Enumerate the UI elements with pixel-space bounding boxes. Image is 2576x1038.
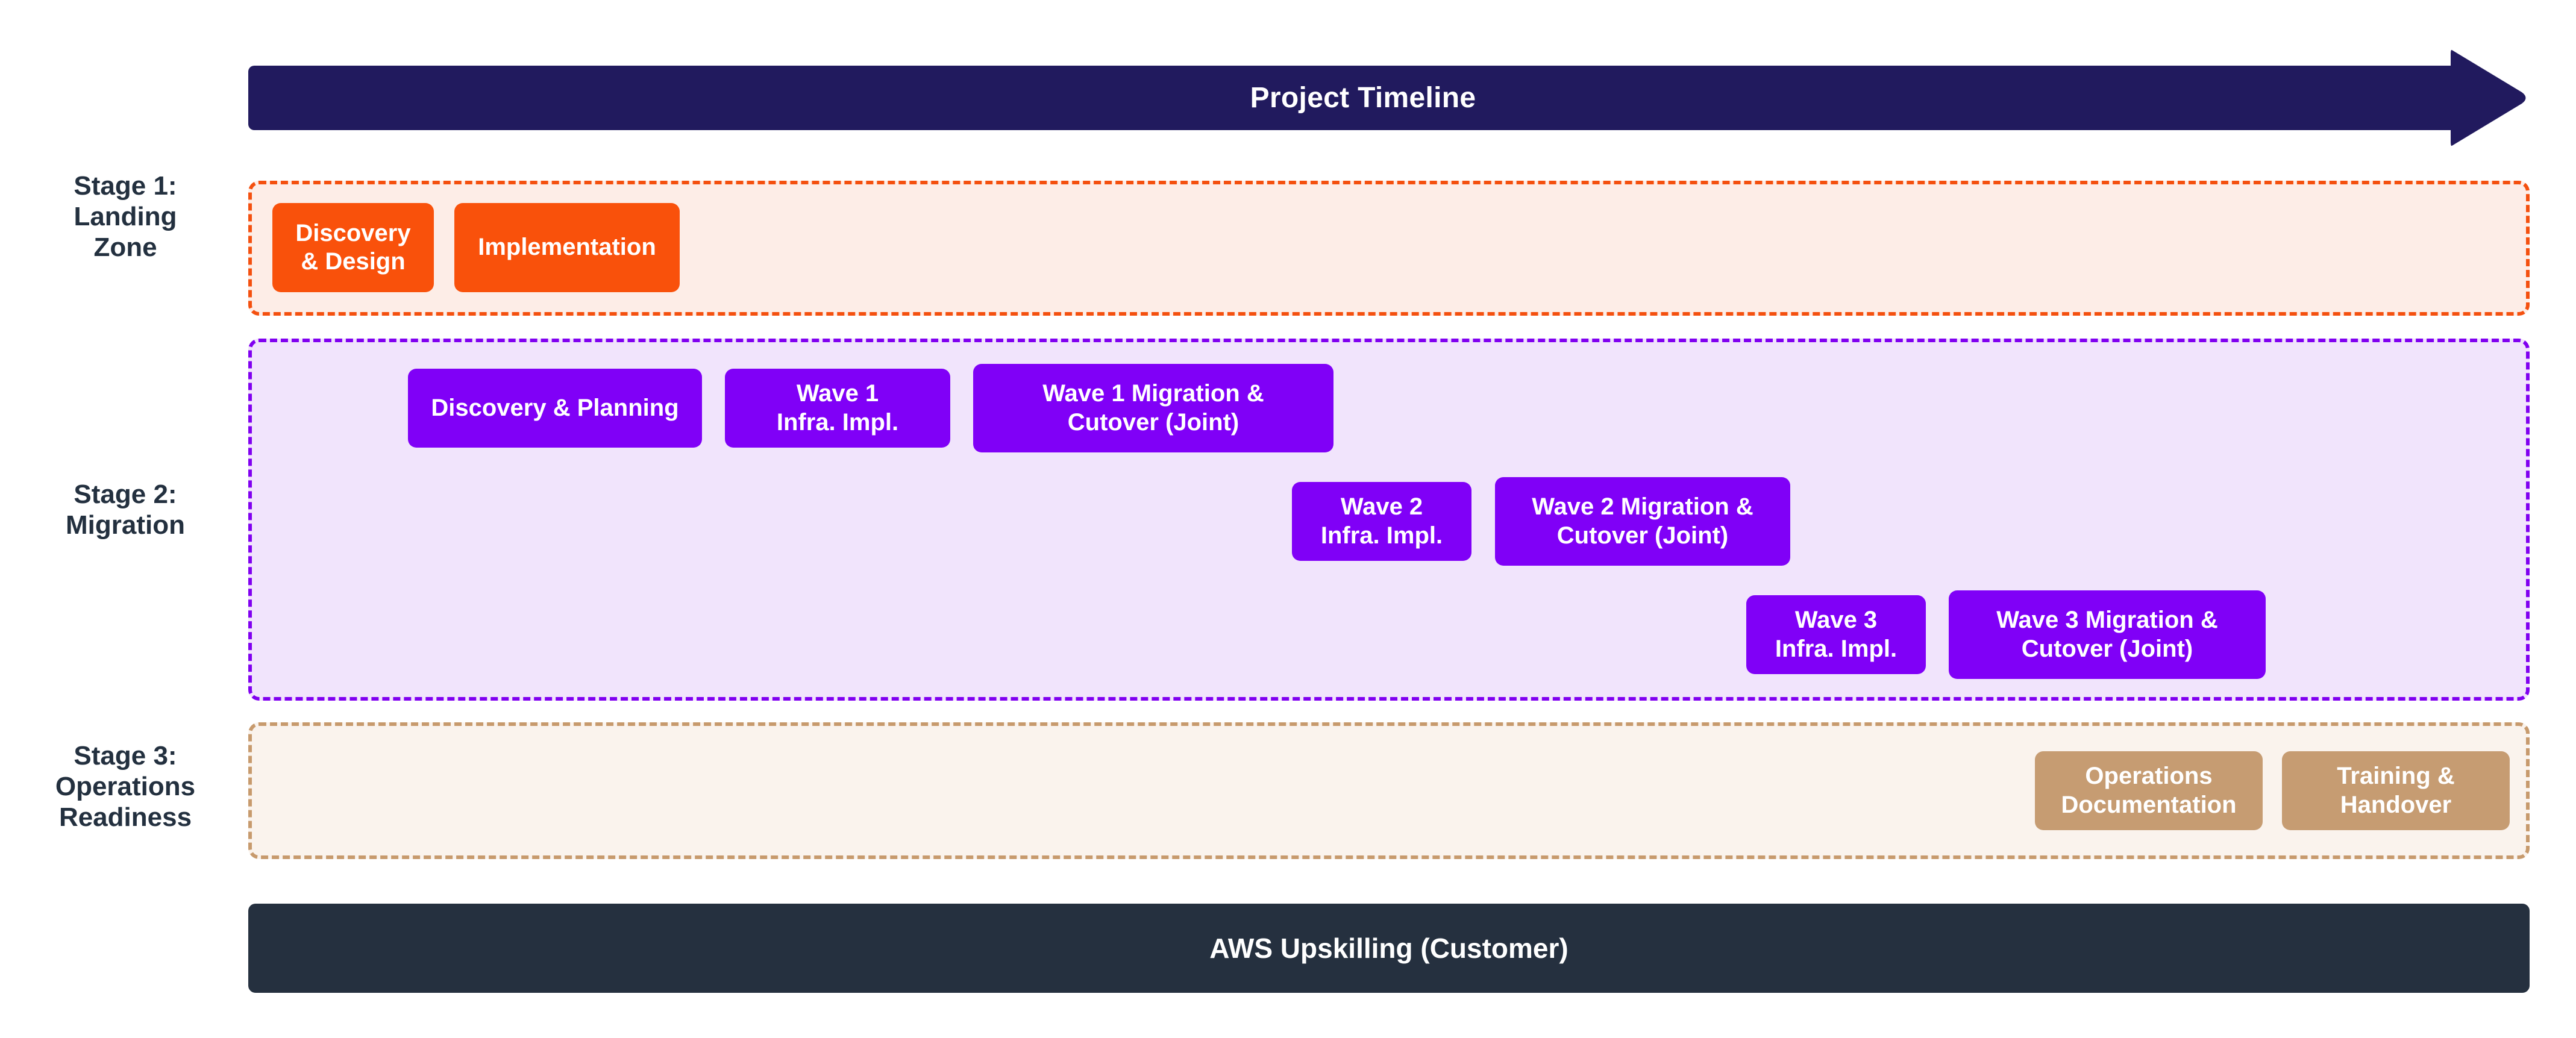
stage-2-label: Stage 2: Migration xyxy=(23,479,228,540)
task-label-line: Wave 2 Migration & xyxy=(1532,493,1753,521)
task-label-line: Cutover (Joint) xyxy=(1067,408,1239,436)
task-label-line: Training & xyxy=(2337,763,2455,790)
task-wave-1-infra-impl[interactable]: Wave 1 Infra. Impl. xyxy=(725,369,950,448)
task-wave-1-migration-cutover[interactable]: Wave 1 Migration & Cutover (Joint) xyxy=(973,364,1333,452)
project-timeline-arrow: Project Timeline xyxy=(248,45,2530,151)
stage-3-label: Stage 3: Operations Readiness xyxy=(23,740,228,833)
task-label-line: Wave 2 xyxy=(1340,493,1423,521)
task-label-line: Wave 3 xyxy=(1794,607,1878,634)
task-label-line: Wave 3 Migration & xyxy=(1996,607,2218,634)
task-label-line: Wave 1 xyxy=(796,380,879,407)
stage-2-band: Discovery & Planning Wave 1 Infra. Impl.… xyxy=(248,339,2530,701)
project-timeline-bar: Project Timeline xyxy=(248,66,2478,130)
task-training-and-handover[interactable]: Training & Handover xyxy=(2282,751,2510,830)
task-wave-2-infra-impl[interactable]: Wave 2 Infra. Impl. xyxy=(1292,482,1471,561)
stage-3-label-line-2: Operations xyxy=(55,772,196,802)
task-label-line: Cutover (Joint) xyxy=(1556,522,1729,549)
task-label-line: Cutover (Joint) xyxy=(2021,635,2193,662)
task-label-line: Wave 1 Migration & xyxy=(1042,380,1264,407)
aws-upskilling-bar: AWS Upskilling (Customer) xyxy=(248,904,2530,993)
task-wave-2-migration-cutover[interactable]: Wave 2 Migration & Cutover (Joint) xyxy=(1495,477,1790,566)
task-label-line: Handover xyxy=(2340,791,2452,818)
task-label-line: Discovery xyxy=(295,219,411,246)
task-label-line: Infra. Impl. xyxy=(1320,522,1443,549)
stage-1-label-line-3: Zone xyxy=(93,233,157,263)
stage-1-label-line-2: Landing xyxy=(74,202,177,232)
stage-2-label-line-2: Migration xyxy=(66,510,185,540)
task-wave-3-migration-cutover[interactable]: Wave 3 Migration & Cutover (Joint) xyxy=(1949,590,2266,679)
stage-3-label-line-3: Readiness xyxy=(58,802,192,833)
task-label-line: Infra. Impl. xyxy=(1775,635,1898,662)
stage-2-label-line-1: Stage 2: xyxy=(74,480,177,509)
aws-upskilling-label: AWS Upskilling (Customer) xyxy=(1209,933,1568,964)
arrow-right-icon xyxy=(2451,49,2526,146)
task-label-line: Operations xyxy=(2085,763,2213,790)
stage-1-band: Discovery & Design Implementation xyxy=(248,181,2530,316)
task-label-line: Discovery & Planning xyxy=(431,394,679,421)
task-label-line: Documentation xyxy=(2061,791,2237,818)
task-discovery-and-design[interactable]: Discovery & Design xyxy=(272,203,434,292)
task-operations-documentation[interactable]: Operations Documentation xyxy=(2035,751,2263,830)
stage-1-label: Stage 1: Landing Zone xyxy=(23,170,228,263)
task-wave-3-infra-impl[interactable]: Wave 3 Infra. Impl. xyxy=(1746,595,1926,674)
stage-3-label-line-1: Stage 3: xyxy=(74,741,177,771)
task-label-line: Implementation xyxy=(478,234,656,261)
project-timeline-title: Project Timeline xyxy=(1250,82,1476,114)
task-implementation[interactable]: Implementation xyxy=(454,203,680,292)
stage-1-label-line-1: Stage 1: xyxy=(74,171,177,201)
task-label-line: & Design xyxy=(301,248,406,275)
stage-3-band: Operations Documentation Training & Hand… xyxy=(248,722,2530,859)
task-discovery-and-planning[interactable]: Discovery & Planning xyxy=(408,369,702,448)
task-label-line: Infra. Impl. xyxy=(776,408,899,436)
